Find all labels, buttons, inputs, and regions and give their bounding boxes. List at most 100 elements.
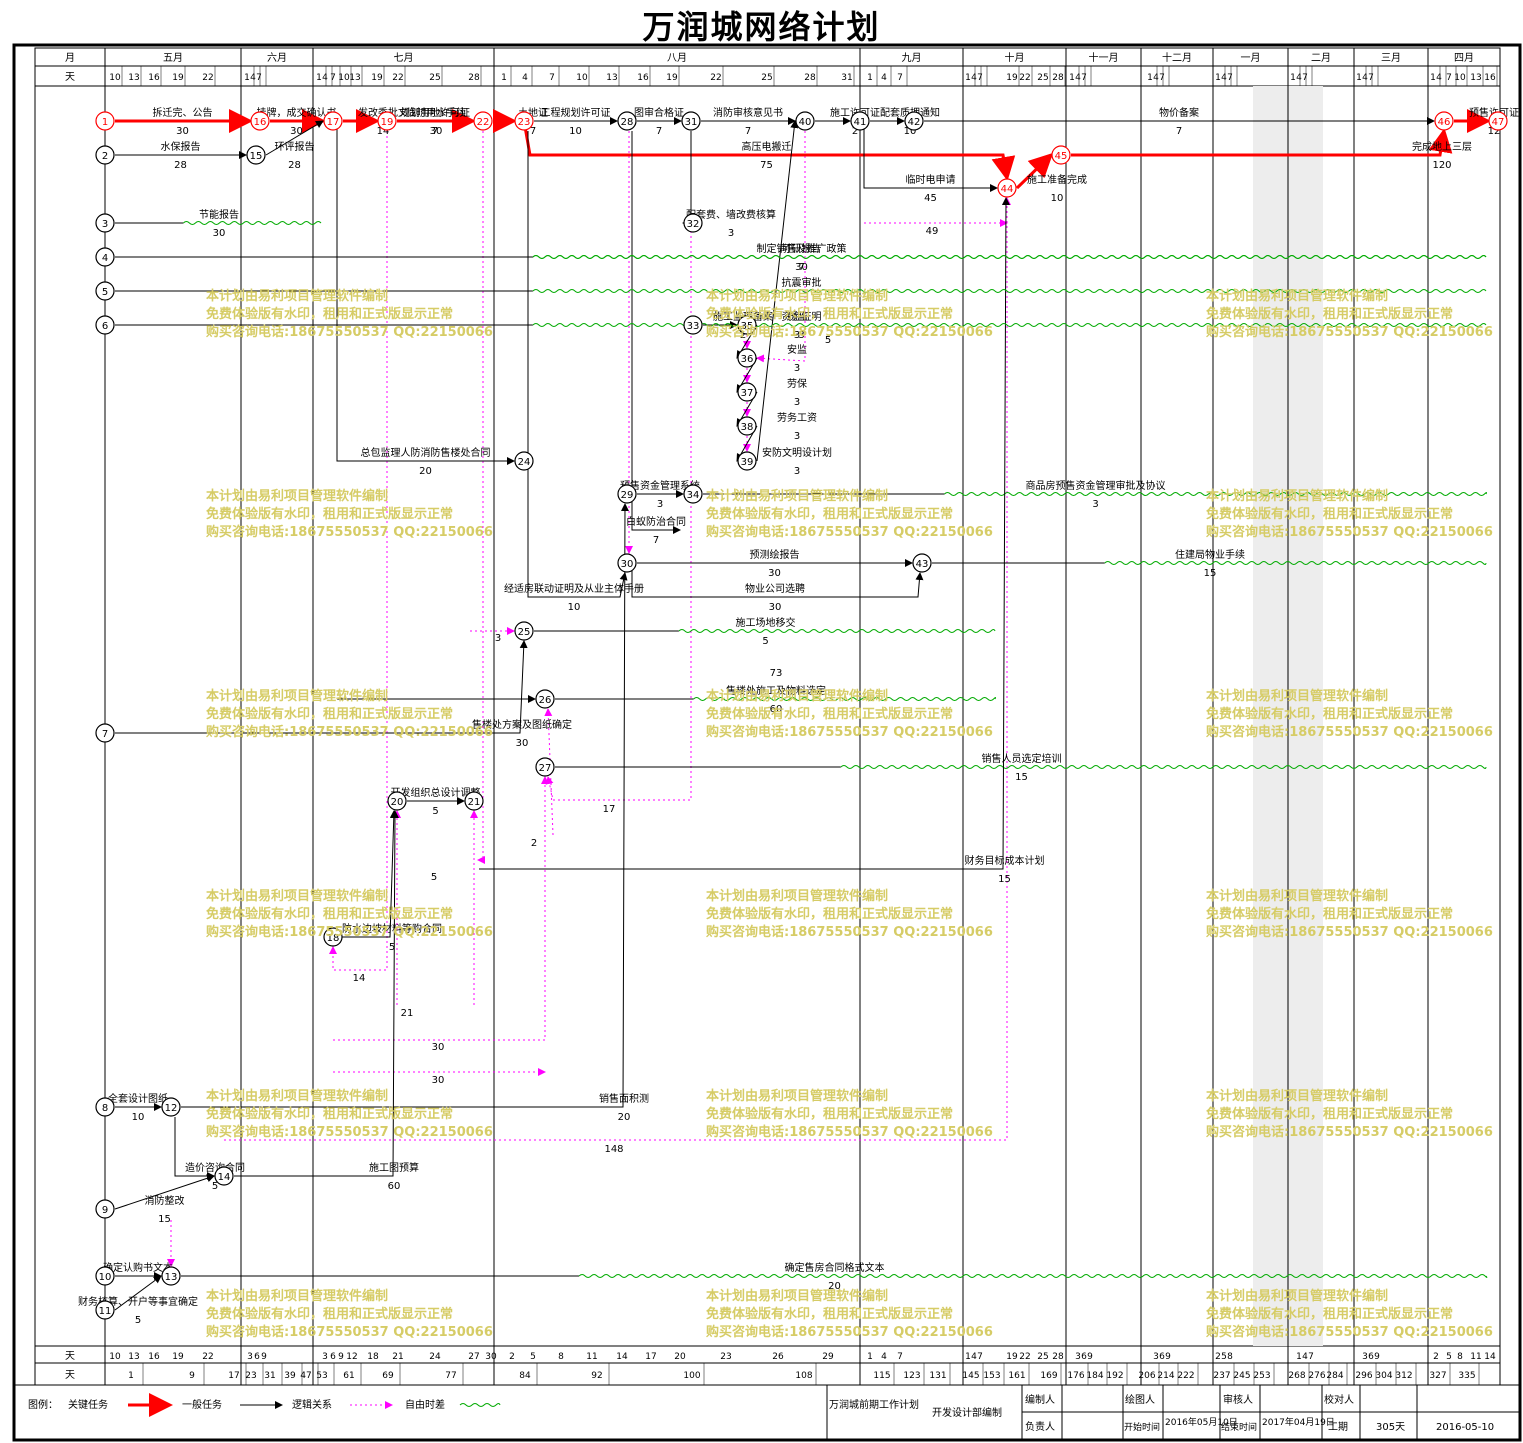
task-可研报告-name: 可研报告 — [782, 242, 822, 255]
task-消防整改-name: 消防整改 — [145, 1194, 185, 1207]
day-label: 4 — [1436, 73, 1442, 83]
task-节能报告-name: 节能报告 — [199, 208, 239, 221]
watermark-line: 购买咨询电话:18675550537 QQ:22150066 — [706, 1124, 993, 1140]
day-label: 7 — [977, 73, 983, 83]
cum-day-label: 84 — [519, 1371, 531, 1381]
event-node-number: 18 — [327, 933, 340, 944]
watermark-line: 购买咨询电话:18675550537 QQ:22150066 — [706, 324, 993, 340]
watermark-line: 购买咨询电话:18675550537 QQ:22150066 — [706, 524, 993, 540]
cum-day-label: 276 — [1308, 1371, 1325, 1381]
footer-start-label: 开始时间 — [1124, 1421, 1160, 1433]
task-环评报告-name: 环评报告 — [275, 140, 315, 153]
event-node-number: 30 — [621, 559, 634, 570]
day-label: 7 — [1227, 73, 1233, 83]
watermark-line: 本计划由易利项目管理软件编制 — [706, 488, 888, 504]
day-label: 1 — [316, 73, 322, 83]
footer-dept: 开发设计部编制 — [932, 1406, 1002, 1419]
day-label: 22 — [202, 1352, 213, 1362]
event-node-number: 42 — [908, 117, 921, 128]
footer-end-label: 结束时间 — [1221, 1421, 1257, 1433]
day-label: 19 — [371, 73, 383, 83]
day-label: 28 — [1052, 73, 1064, 83]
event-node-circle — [95, 213, 115, 233]
watermark-line: 免费体验版有水印，租用和正式版显示正常 — [1206, 1106, 1453, 1122]
day-label: 4 — [881, 1352, 887, 1362]
task-arrow — [174, 1117, 215, 1180]
task-质监-name: 质监 — [787, 310, 807, 323]
month-label: 十二月 — [1162, 51, 1192, 64]
cum-day-label: 161 — [1008, 1371, 1025, 1381]
cum-day-label: 153 — [983, 1371, 1000, 1381]
event-node-number: 37 — [741, 388, 754, 399]
day-label: 25 — [1037, 73, 1048, 83]
task-施工图预算-name: 施工图预算 — [369, 1161, 419, 1174]
watermark-line: 本计划由易利项目管理软件编制 — [206, 488, 388, 504]
task-工程规划许可证-name: 工程规划许可证 — [541, 106, 611, 119]
event-node-number: 8 — [102, 1103, 108, 1114]
event-node-number: 4 — [102, 253, 108, 264]
day-label: 6 — [1159, 1352, 1165, 1362]
event-node-number: 43 — [916, 559, 929, 570]
day-label: 1 — [965, 1352, 971, 1362]
event-node-number: 33 — [687, 321, 700, 332]
watermark-line: 免费体验版有水印，租用和正式版显示正常 — [206, 706, 453, 722]
event-node-circle — [535, 689, 555, 709]
day-label: 27 — [468, 1352, 479, 1362]
footer-end-value: 2017年04月19日 — [1262, 1416, 1335, 1428]
task-消防审核意见书-duration: 7 — [745, 126, 751, 137]
watermark-line: 购买咨询电话:18675550537 QQ:22150066 — [706, 724, 993, 740]
task-规划用地许可证-duration: 7 — [432, 126, 438, 137]
float-label: 3 — [495, 633, 501, 644]
logic-link — [477, 131, 485, 864]
task-防水边坡材料等购合同-name: 防水边坡材料等购合同 — [342, 922, 442, 935]
day-label: 19 — [1006, 1352, 1018, 1362]
float-wave — [693, 697, 997, 701]
task-完成地上三层-duration: 120 — [1432, 160, 1451, 171]
cum-day-label: 284 — [1326, 1371, 1343, 1381]
event-node-circle — [737, 348, 757, 368]
day-label: 13 — [1470, 73, 1481, 83]
event-node-circle — [377, 111, 397, 131]
day-label: 16 — [637, 73, 649, 83]
task-劳务工资-name: 劳务工资 — [777, 411, 817, 424]
event-node-number: 1 — [102, 117, 108, 128]
task-节能报告-duration: 30 — [213, 228, 226, 239]
day-label: 10 — [338, 73, 350, 83]
task-财务核算开户等事宜确定-name: 财务核算、开户等事宜确定 — [78, 1295, 198, 1308]
day-label: 22 — [202, 73, 213, 83]
event-node-number: 3 — [102, 219, 108, 230]
day-label: 25 — [429, 73, 440, 83]
task-经适房联动证明及从业主体手册-duration: 10 — [568, 602, 581, 613]
watermark-line: 购买咨询电话:18675550537 QQ:22150066 — [1206, 524, 1493, 540]
event-node-circle — [737, 315, 757, 335]
event-node-circle — [514, 451, 534, 471]
cum-day-label: 115 — [873, 1371, 890, 1381]
task-销售人员选定培训-duration: 15 — [1015, 772, 1028, 783]
cum-day-label: 23 — [245, 1371, 256, 1381]
day-label: 13 — [349, 73, 360, 83]
task-arrow — [863, 121, 998, 192]
day-label: 4 — [1362, 73, 1368, 83]
task-消防审核意见书-name: 消防审核意见书 — [713, 106, 783, 119]
task-可研报告-duration: 7 — [798, 262, 804, 273]
event-node-circle — [1051, 145, 1071, 165]
day-label: 3 — [1362, 1352, 1368, 1362]
day-label: 1 — [501, 73, 507, 83]
watermark-line: 购买咨询电话:18675550537 QQ:22150066 — [206, 1324, 493, 1340]
event-node-circle — [95, 111, 115, 131]
event-node-number: 31 — [685, 117, 698, 128]
task-安防文明设计划-name: 安防文明设计划 — [762, 446, 832, 459]
event-node-circle — [95, 315, 115, 335]
task-售楼处施工及物料选定-name: 售楼处施工及物料选定 — [726, 684, 826, 697]
cum-day-label: 61 — [343, 1371, 354, 1381]
task-销售面积测-name: 销售面积测 — [599, 1092, 649, 1105]
watermark-line: 免费体验版有水印，租用和正式版显示正常 — [1206, 706, 1453, 722]
legend-logic-label: 逻辑关系 — [292, 1398, 332, 1411]
event-node-number: 9 — [102, 1205, 108, 1216]
event-node-circle — [681, 111, 701, 131]
cum-day-label: 9 — [189, 1371, 195, 1381]
watermark-line: 免费体验版有水印，租用和正式版显示正常 — [1206, 506, 1453, 522]
day-label: 31 — [841, 73, 852, 83]
event-node-number: 6 — [102, 321, 108, 332]
day-label: 7 — [1308, 1352, 1314, 1362]
